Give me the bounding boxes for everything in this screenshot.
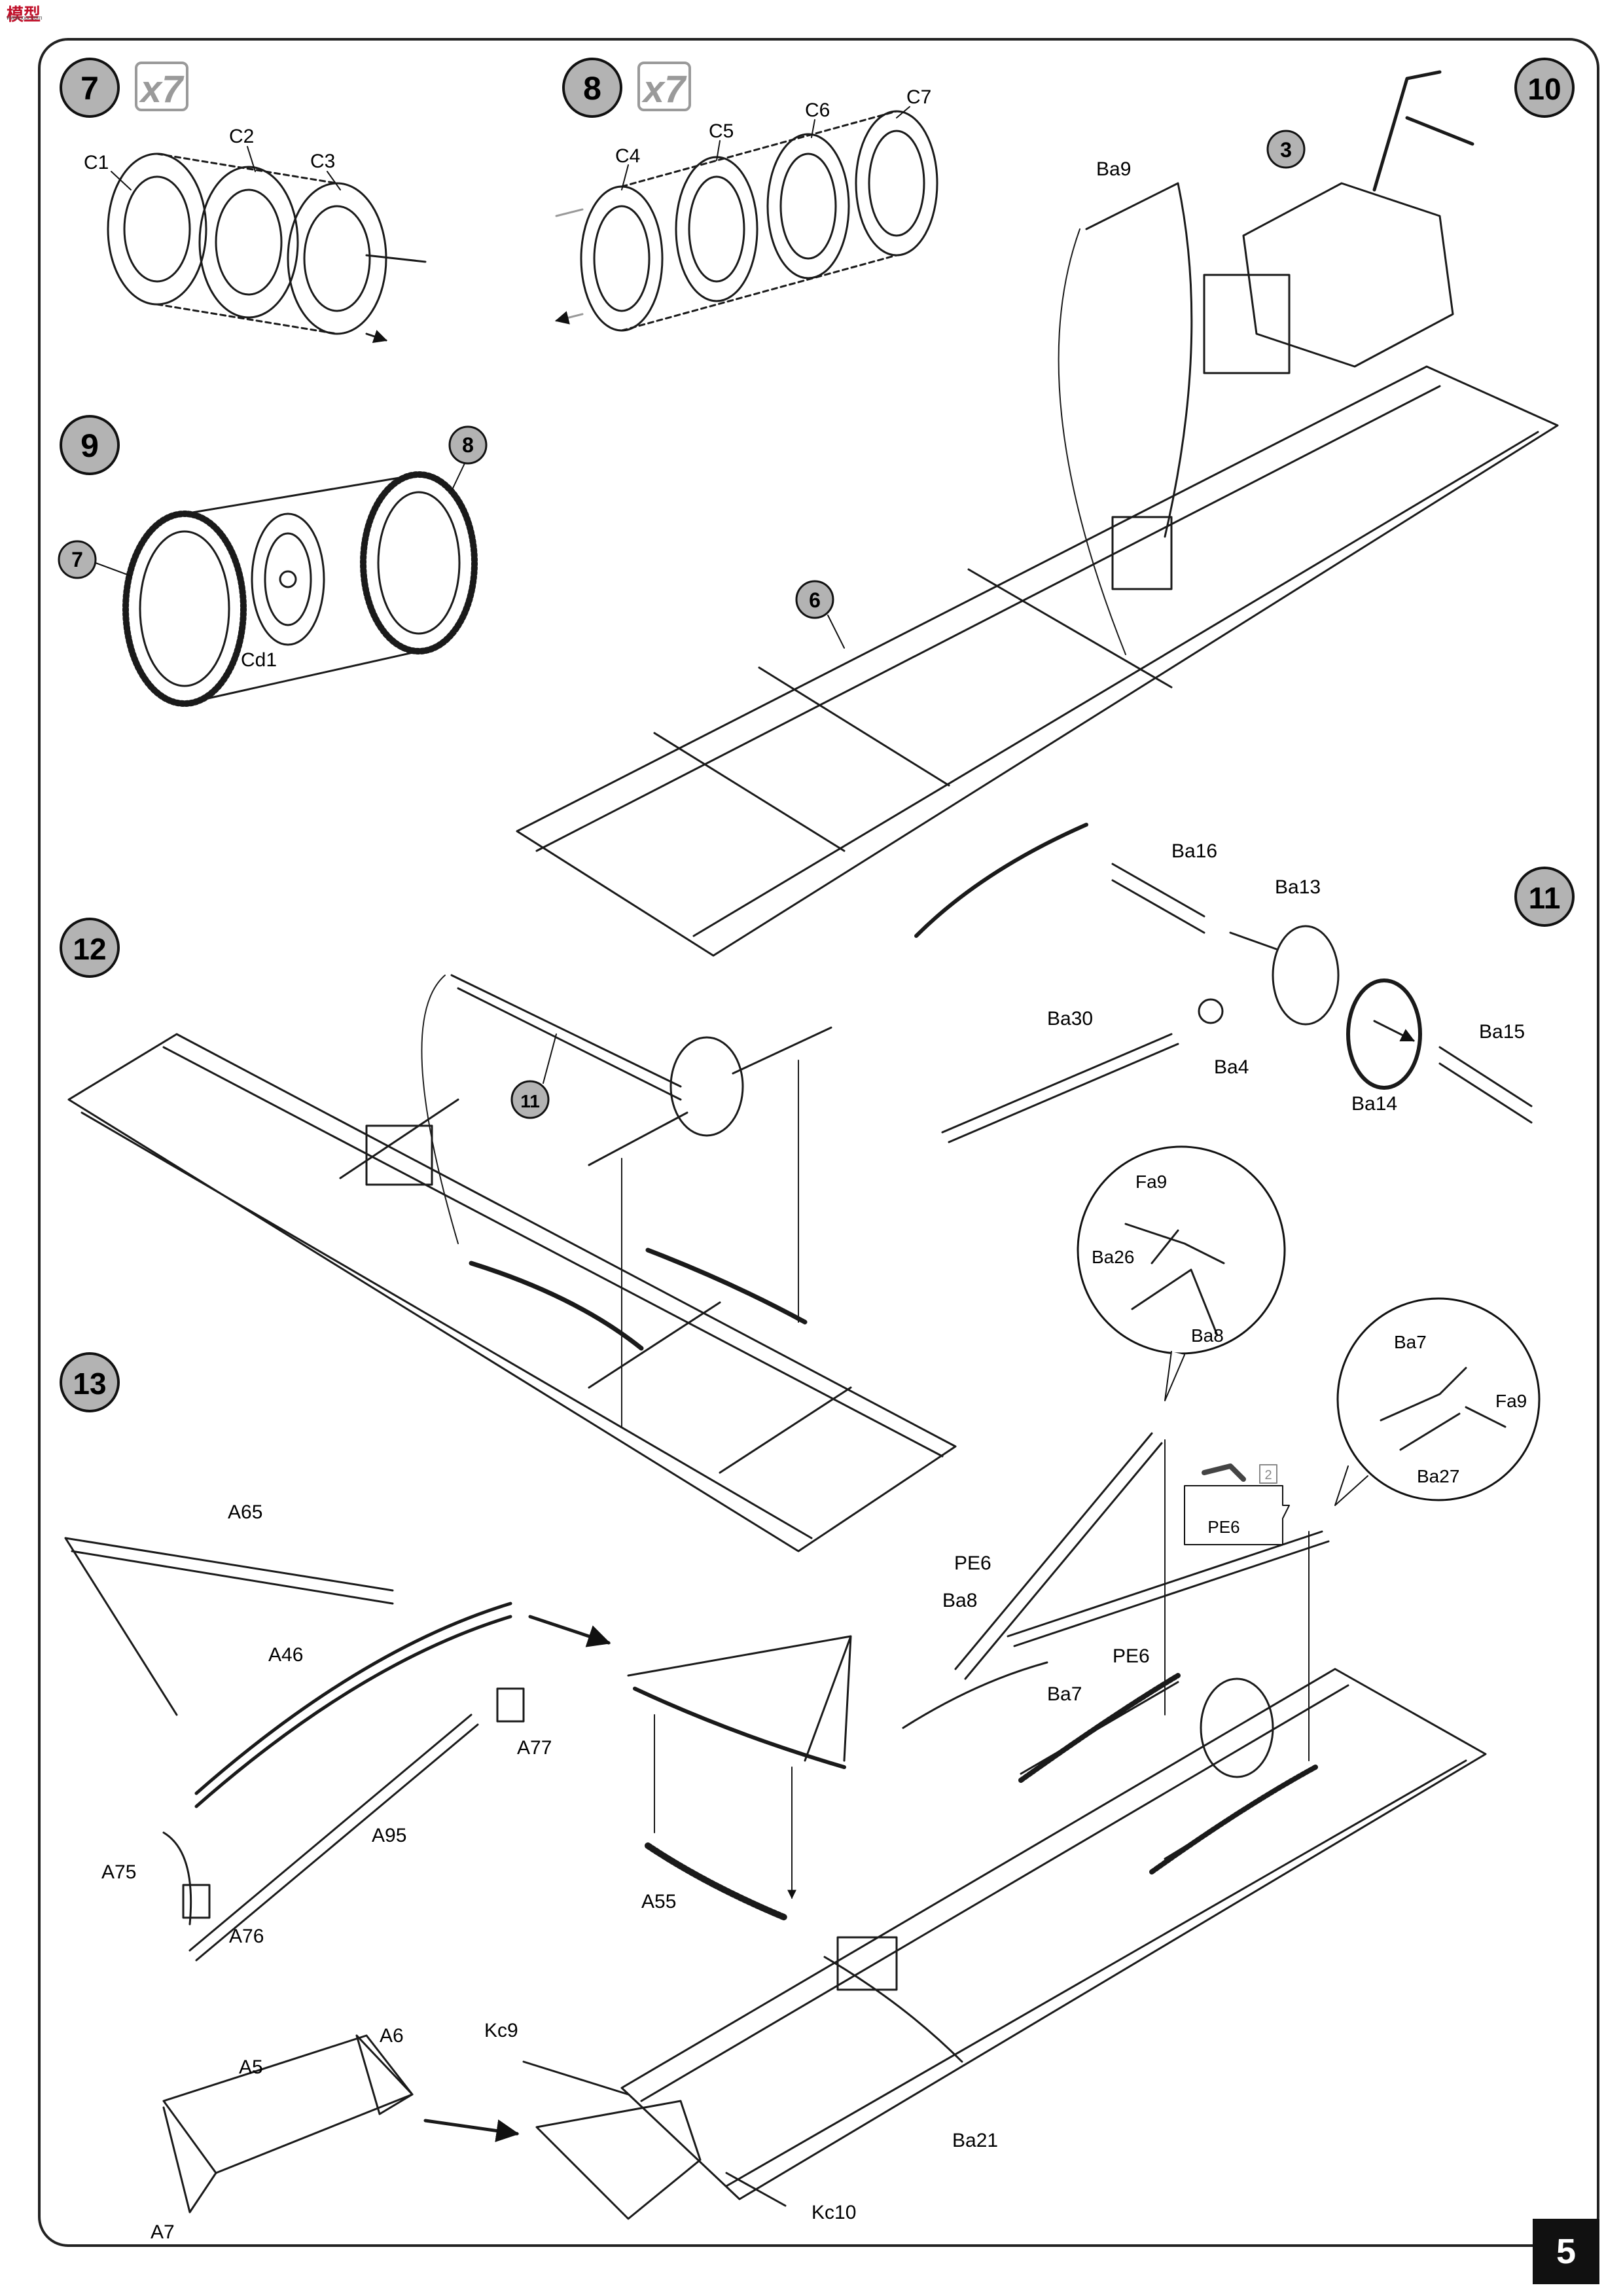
bracing-rods xyxy=(902,1432,1330,1761)
chassis-frame-step12 xyxy=(67,1033,957,1552)
part-label-ba7: Ba7 xyxy=(1047,1683,1082,1705)
step-11: 11 Ba16 Ba13 Ba30 Ba4 Ba14 Ba15 xyxy=(941,840,1575,1143)
svg-text:2: 2 xyxy=(1264,1468,1272,1482)
step-12: 12 11 xyxy=(60,918,957,1552)
step-10: 10 Ba9 3 6 xyxy=(516,58,1575,957)
part-label-a7: A7 xyxy=(151,2221,175,2243)
step-7-multiplier: x7 xyxy=(135,62,188,111)
part-label-a65: A65 xyxy=(228,1501,262,1523)
step-7: 7 x7 C1 C2 C3 xyxy=(60,58,427,340)
part-label-kc10: Kc10 xyxy=(812,2202,856,2223)
part-label-ba21: Ba21 xyxy=(952,2130,998,2151)
detail2-label-ba27: Ba27 xyxy=(1417,1466,1459,1486)
spring-assembly-a55 xyxy=(627,1635,852,1921)
step-13: 13 A65 A46 A77 A95 A75 A76 A55 xyxy=(60,1145,1541,2243)
part-label-c4: C4 xyxy=(615,145,640,167)
part-label-a75: A75 xyxy=(101,1861,136,1883)
rear-axle-assembly xyxy=(450,974,832,1427)
detail1-label-ba26: Ba26 xyxy=(1092,1247,1134,1267)
step-12-badge: 12 xyxy=(60,918,120,978)
part-label-a76: A76 xyxy=(229,1926,264,1947)
part-label-cd1: Cd1 xyxy=(241,649,277,671)
rear-axle-parts xyxy=(941,863,1533,1143)
part-label-ba9: Ba9 xyxy=(1096,158,1131,180)
svg-text:8: 8 xyxy=(583,70,601,107)
step-10-badge: 10 xyxy=(1514,58,1575,118)
site-url: www.xxx.com xyxy=(7,14,43,21)
step-9: 9 7 8 Cd1 xyxy=(58,415,488,707)
svg-text:x7: x7 xyxy=(139,68,185,111)
tire-rings-c4-c7 xyxy=(556,110,938,331)
part-label-pe6-a: PE6 xyxy=(954,1552,991,1574)
ref-badge-8: 8 xyxy=(448,425,488,492)
svg-text:9: 9 xyxy=(80,427,99,464)
step-13-badge: 13 xyxy=(60,1352,120,1412)
svg-text:PE6: PE6 xyxy=(1207,1517,1240,1537)
chassis-frame-step13 xyxy=(522,1668,1487,2207)
detail1-label-fa9: Fa9 xyxy=(1135,1172,1167,1192)
part-label-ba30: Ba30 xyxy=(1047,1008,1093,1030)
site-watermark: 模型 www.xxx.com xyxy=(0,0,131,24)
step-8-badge: 8 xyxy=(562,58,622,118)
detail-circle-1: Fa9 Ba26 Ba8 xyxy=(1077,1145,1286,1401)
svg-text:3: 3 xyxy=(1280,138,1292,162)
svg-text:11: 11 xyxy=(520,1091,540,1111)
part-label-ba8: Ba8 xyxy=(942,1590,977,1611)
svg-text:7: 7 xyxy=(71,548,83,571)
fender-parts xyxy=(162,2034,702,2220)
part-label-c1: C1 xyxy=(84,152,109,173)
ref-badge-3: 3 xyxy=(1266,130,1306,169)
exhaust-pipe-ba9 xyxy=(1085,182,1193,538)
detail2-label-fa9: Fa9 xyxy=(1495,1391,1527,1411)
part-label-c2: C2 xyxy=(229,126,254,147)
svg-text:11: 11 xyxy=(1529,881,1561,915)
front-spring-parts xyxy=(64,1537,611,1962)
step-8: 8 x7 C4 C5 C6 C7 xyxy=(556,58,938,331)
ref-badge-11: 11 xyxy=(510,1033,557,1119)
step-8-multiplier: x7 xyxy=(637,62,691,111)
part-label-ba14: Ba14 xyxy=(1351,1093,1397,1115)
part-label-a77: A77 xyxy=(517,1737,552,1759)
pe6-callout-box: PE6 2 xyxy=(1184,1463,1290,1545)
page-number: 5 xyxy=(1533,2219,1599,2284)
detail1-label-ba8: Ba8 xyxy=(1191,1325,1224,1346)
svg-text:7: 7 xyxy=(80,70,99,107)
part-label-a46: A46 xyxy=(268,1644,303,1666)
chassis-frame-step10 xyxy=(516,365,1559,957)
part-label-ba15: Ba15 xyxy=(1479,1021,1525,1043)
svg-text:10: 10 xyxy=(1527,72,1561,106)
step-9-badge: 9 xyxy=(60,415,120,475)
part-label-kc9: Kc9 xyxy=(484,2020,518,2041)
ref-badge-6: 6 xyxy=(795,580,845,649)
svg-text:12: 12 xyxy=(73,932,106,966)
wheel-assembly xyxy=(122,471,478,707)
part-label-a6: A6 xyxy=(380,2025,404,2047)
ref-badge-7: 7 xyxy=(58,540,132,579)
part-label-a55: A55 xyxy=(641,1891,676,1912)
step-7-badge: 7 xyxy=(60,58,120,118)
part-label-ba16: Ba16 xyxy=(1171,840,1217,862)
part-label-c6: C6 xyxy=(805,99,830,121)
svg-text:13: 13 xyxy=(73,1367,106,1401)
part-label-ba13: Ba13 xyxy=(1275,876,1321,898)
part-label-c7: C7 xyxy=(906,86,931,108)
engine-gearbox xyxy=(1203,70,1474,374)
part-label-ba4: Ba4 xyxy=(1214,1056,1249,1078)
detail-circle-2: Ba7 Fa9 Ba27 xyxy=(1334,1297,1541,1506)
tire-rings-c1-c3 xyxy=(107,152,427,340)
part-label-a95: A95 xyxy=(372,1825,406,1846)
svg-text:6: 6 xyxy=(809,588,821,612)
svg-text:x7: x7 xyxy=(641,68,687,111)
svg-text:8: 8 xyxy=(462,433,474,457)
page-frame xyxy=(38,38,1599,2247)
part-label-pe6-b: PE6 xyxy=(1113,1645,1150,1667)
site-logo: 模型 xyxy=(7,5,41,24)
detail2-label-ba7: Ba7 xyxy=(1394,1332,1427,1352)
step-11-badge: 11 xyxy=(1514,867,1575,927)
part-label-a5: A5 xyxy=(239,2056,263,2078)
part-label-c5: C5 xyxy=(709,120,734,142)
part-label-c3: C3 xyxy=(310,151,335,172)
